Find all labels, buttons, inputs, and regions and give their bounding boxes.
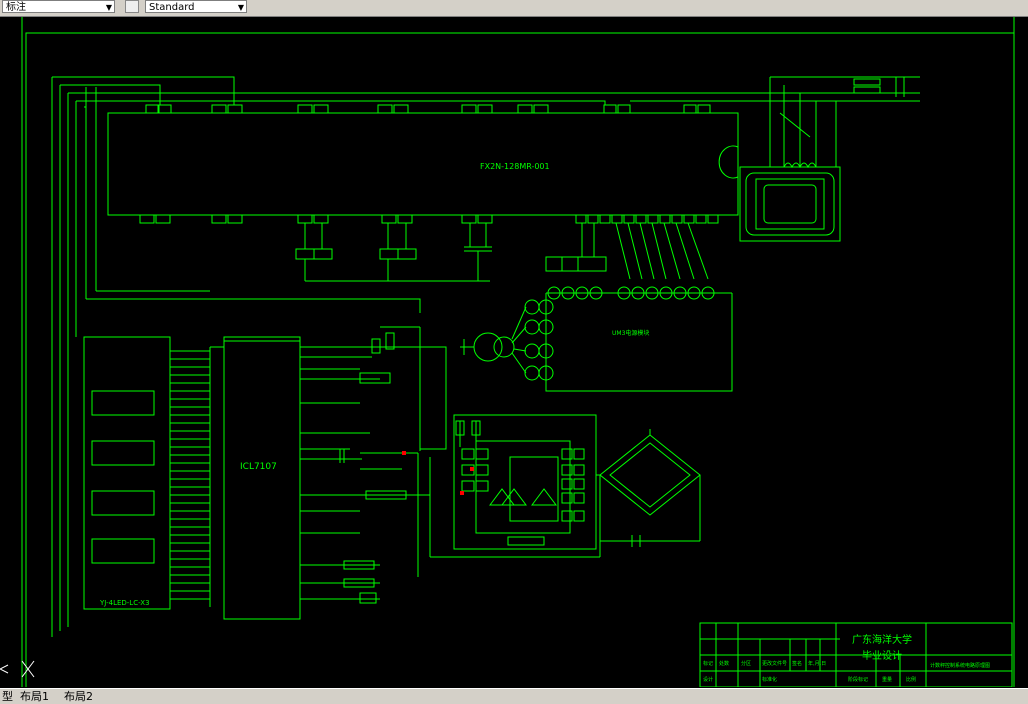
tab-model[interactable]: 型	[2, 690, 13, 703]
tb-cell-1: 标记	[703, 660, 713, 667]
chevron-down-icon[interactable]: ▼	[237, 3, 244, 12]
dc-dc-module	[545, 256, 607, 272]
layout-tabs: 型 布局1 布局2	[0, 688, 1028, 704]
tb-cell-7: 设计	[703, 676, 713, 683]
tab-layout2[interactable]: 布局2	[64, 690, 93, 703]
transformer-frame	[739, 166, 841, 242]
tb-cell-9: 阶段标记	[848, 676, 868, 683]
tb-cell-2: 处数	[719, 660, 729, 667]
layer-combo-value: 标注	[6, 2, 26, 13]
tb-cell-3: 分区	[741, 660, 751, 667]
tb-cell-10: 重量	[882, 676, 892, 683]
ucs-icon	[0, 660, 35, 678]
tab-layout1[interactable]: 布局1	[20, 690, 49, 703]
drawing-frame	[25, 32, 1015, 687]
sensor-circles	[473, 299, 554, 381]
schematic-drawing: FX2N-128MR-001 ICL7107 YJ-4LED-LC-X3 UM3…	[0, 17, 1015, 687]
style-combo[interactable]: Standard ▼	[145, 0, 247, 13]
title-school: 广东海洋大学	[852, 633, 912, 646]
plc-label: FX2N-128MR-001	[480, 162, 550, 171]
red-markers	[402, 451, 474, 495]
seven-seg-digits	[91, 390, 155, 564]
chevron-down-icon[interactable]: ▼	[105, 3, 112, 12]
plc-top-terminals	[145, 104, 711, 114]
led-display-module	[83, 336, 171, 610]
tb-cell-11: 比例	[906, 676, 916, 683]
lm-chip	[509, 456, 559, 522]
wheatstone-bridge	[599, 434, 701, 516]
icl-chip	[223, 336, 301, 620]
toolbar: 标注 ▼ Standard ▼	[0, 0, 1028, 17]
title-drawing-name: 计数秤控制系统电路原理图	[930, 662, 990, 669]
chip-label: ICL7107	[240, 462, 277, 472]
display-label: YJ-4LED-LC-X3	[99, 599, 150, 607]
layer-combo[interactable]: 标注 ▼	[2, 0, 115, 13]
tb-cell-4: 更改文件号	[762, 660, 787, 667]
power-module-label: UM3电源模块	[612, 329, 649, 337]
plc-bottom-terminals	[139, 214, 719, 224]
tb-cell-8: 标准化	[762, 676, 777, 683]
tb-cell-5: 签名	[792, 660, 802, 667]
title-project: 毕业设计	[862, 649, 902, 662]
style-combo-value: Standard	[149, 2, 195, 13]
amplifier-board	[453, 414, 597, 550]
drawing-canvas[interactable]: FX2N-128MR-001 ICL7107 YJ-4LED-LC-X3 UM3…	[0, 17, 1028, 687]
display-pin-lines	[170, 350, 210, 600]
text-style-icon[interactable]	[125, 0, 139, 13]
plc-block	[107, 112, 739, 216]
tb-cell-6: 年,月,日	[808, 660, 826, 667]
plc-connector	[718, 145, 739, 179]
